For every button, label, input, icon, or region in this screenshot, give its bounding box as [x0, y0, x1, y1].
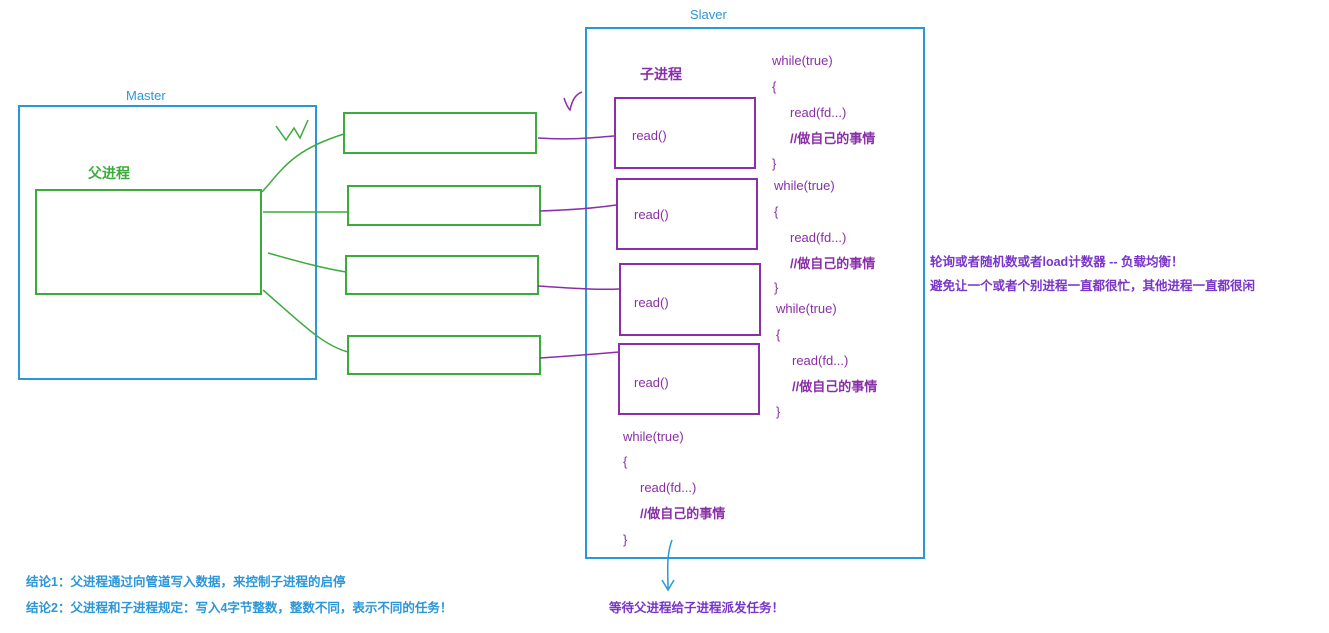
load-balancing-note: 避免让一个或者个别进程一直都很忙，其他进程一直都很闲	[930, 278, 1255, 293]
code-line: while(true)	[622, 429, 684, 444]
master-container	[18, 105, 317, 380]
conclusion-line: 结论1：父进程通过向管道写入数据，来控制子进程的启停	[26, 574, 346, 589]
code-line: }	[623, 532, 628, 547]
child-process-box	[619, 263, 761, 336]
pipe-connector	[261, 133, 345, 193]
child-read-call: read()	[634, 295, 669, 310]
code-line: //做自己的事情	[640, 506, 725, 521]
child-connector	[539, 351, 620, 359]
child-connector	[537, 285, 620, 291]
code-line: while(true)	[773, 178, 835, 193]
parent-process-label: 父进程	[87, 165, 130, 181]
code-line: //做自己的事情	[790, 256, 875, 271]
parent-process-box	[35, 189, 262, 295]
code-line: read(fd...)	[790, 230, 846, 245]
wait-arrow	[666, 539, 673, 589]
master-label: Master	[126, 88, 166, 103]
code-line: }	[776, 404, 781, 419]
child-process-label: 子进程	[640, 66, 682, 82]
code-line: //做自己的事情	[792, 379, 877, 394]
code-line: {	[776, 327, 781, 342]
child-process-box	[618, 343, 760, 415]
slaver-container	[585, 27, 925, 559]
child-read-call: read()	[632, 128, 667, 143]
code-line: read(fd...)	[792, 353, 848, 368]
code-line: }	[774, 280, 779, 295]
slaver-label: Slaver	[690, 7, 728, 22]
pipe-box	[345, 255, 539, 295]
squiggle-mark	[275, 119, 309, 142]
code-line: while(true)	[771, 53, 833, 68]
child-connector	[537, 135, 615, 140]
code-line: }	[772, 156, 777, 171]
child-process-box	[616, 178, 758, 250]
wait-arrow-head	[661, 579, 675, 592]
child-process-box	[614, 97, 756, 169]
code-line: {	[774, 204, 779, 219]
wait-note: 等待父进程给子进程派发任务！	[608, 600, 784, 615]
check-mark	[563, 91, 583, 112]
pipe-box	[347, 185, 541, 226]
conclusion-line: 结论2：父进程和子进程规定：写入4字节整数，整数不同，表示不同的任务！	[26, 600, 452, 615]
child-connector	[539, 204, 617, 212]
code-line: //做自己的事情	[790, 131, 875, 146]
child-read-call: read()	[634, 375, 669, 390]
load-balancing-note: 轮询或者随机数或者load计数器 -- 负载均衡！	[930, 254, 1183, 269]
pipe-box	[343, 112, 537, 154]
code-line: {	[623, 454, 628, 469]
pipe-connector	[262, 289, 349, 353]
child-read-call: read()	[634, 207, 669, 222]
code-line: while(true)	[775, 301, 837, 316]
pipe-connector	[267, 252, 347, 273]
code-line: {	[772, 79, 777, 94]
code-line: read(fd...)	[790, 105, 846, 120]
code-line: read(fd...)	[640, 480, 696, 495]
pipe-box	[347, 335, 541, 375]
